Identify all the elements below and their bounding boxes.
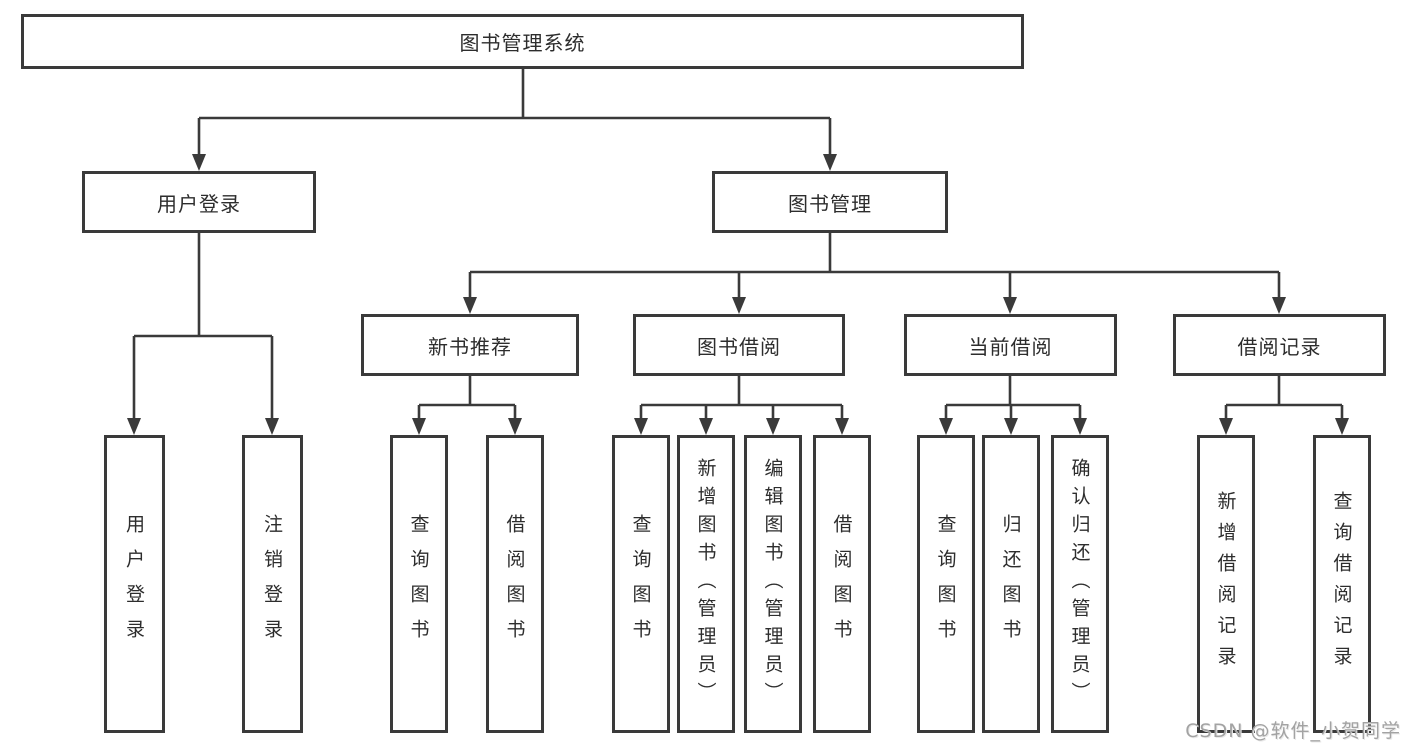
leaf-logout: 注销登录 (242, 435, 303, 733)
leaf-query-books-recommend: 查询图书 (390, 435, 448, 733)
leaf-add-books-admin: 新增图书（管理员） (677, 435, 735, 733)
node-book-management: 图书管理 (712, 171, 948, 233)
leaf-borrow-books-recommend: 借阅图书 (486, 435, 544, 733)
csdn-watermark: CSDN @软件_小贺同学 (1185, 720, 1401, 742)
leaf-borrow-books: 借阅图书 (813, 435, 871, 733)
leaf-user-login: 用户登录 (104, 435, 165, 733)
leaf-query-books-current: 查询图书 (917, 435, 975, 733)
leaf-add-borrow-record: 新增借阅记录 (1197, 435, 1255, 733)
node-library-system: 图书管理系统 (21, 14, 1024, 69)
node-current-borrow: 当前借阅 (904, 314, 1117, 376)
leaf-confirm-return-admin: 确认归还（管理员） (1051, 435, 1109, 733)
leaf-query-books-borrow: 查询图书 (612, 435, 670, 733)
node-user-login: 用户登录 (82, 171, 316, 233)
leaf-edit-books-admin: 编辑图书（管理员） (744, 435, 802, 733)
node-borrow-records: 借阅记录 (1173, 314, 1386, 376)
leaf-return-books: 归还图书 (982, 435, 1040, 733)
node-new-book-recommend: 新书推荐 (361, 314, 579, 376)
node-book-borrow: 图书借阅 (633, 314, 845, 376)
leaf-query-borrow-record: 查询借阅记录 (1313, 435, 1371, 733)
